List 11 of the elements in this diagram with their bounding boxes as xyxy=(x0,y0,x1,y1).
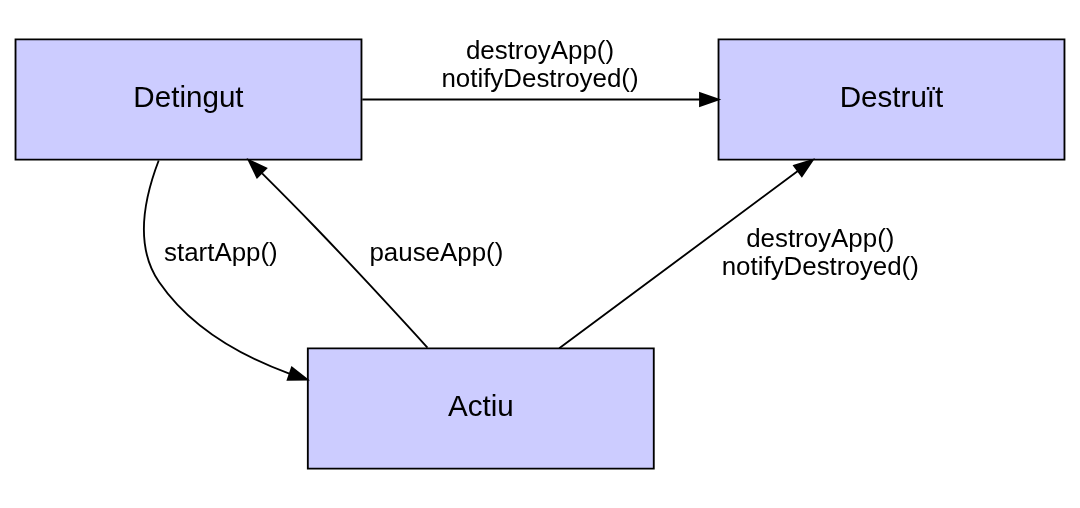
arrow xyxy=(246,157,429,349)
node-box: Detingut xyxy=(14,38,363,161)
edge-label: destroyApp() notifyDestroyed() xyxy=(721,223,919,280)
arrow xyxy=(143,159,310,381)
edge-label: pauseApp() xyxy=(369,237,504,266)
arrow xyxy=(558,158,816,350)
edge-label: destroyApp() notifyDestroyed() xyxy=(441,36,639,92)
edge-label: startApp() xyxy=(164,237,278,266)
node-box: Actiu xyxy=(306,347,655,470)
arrow xyxy=(361,91,722,108)
node-box: Destruït xyxy=(717,38,1066,161)
